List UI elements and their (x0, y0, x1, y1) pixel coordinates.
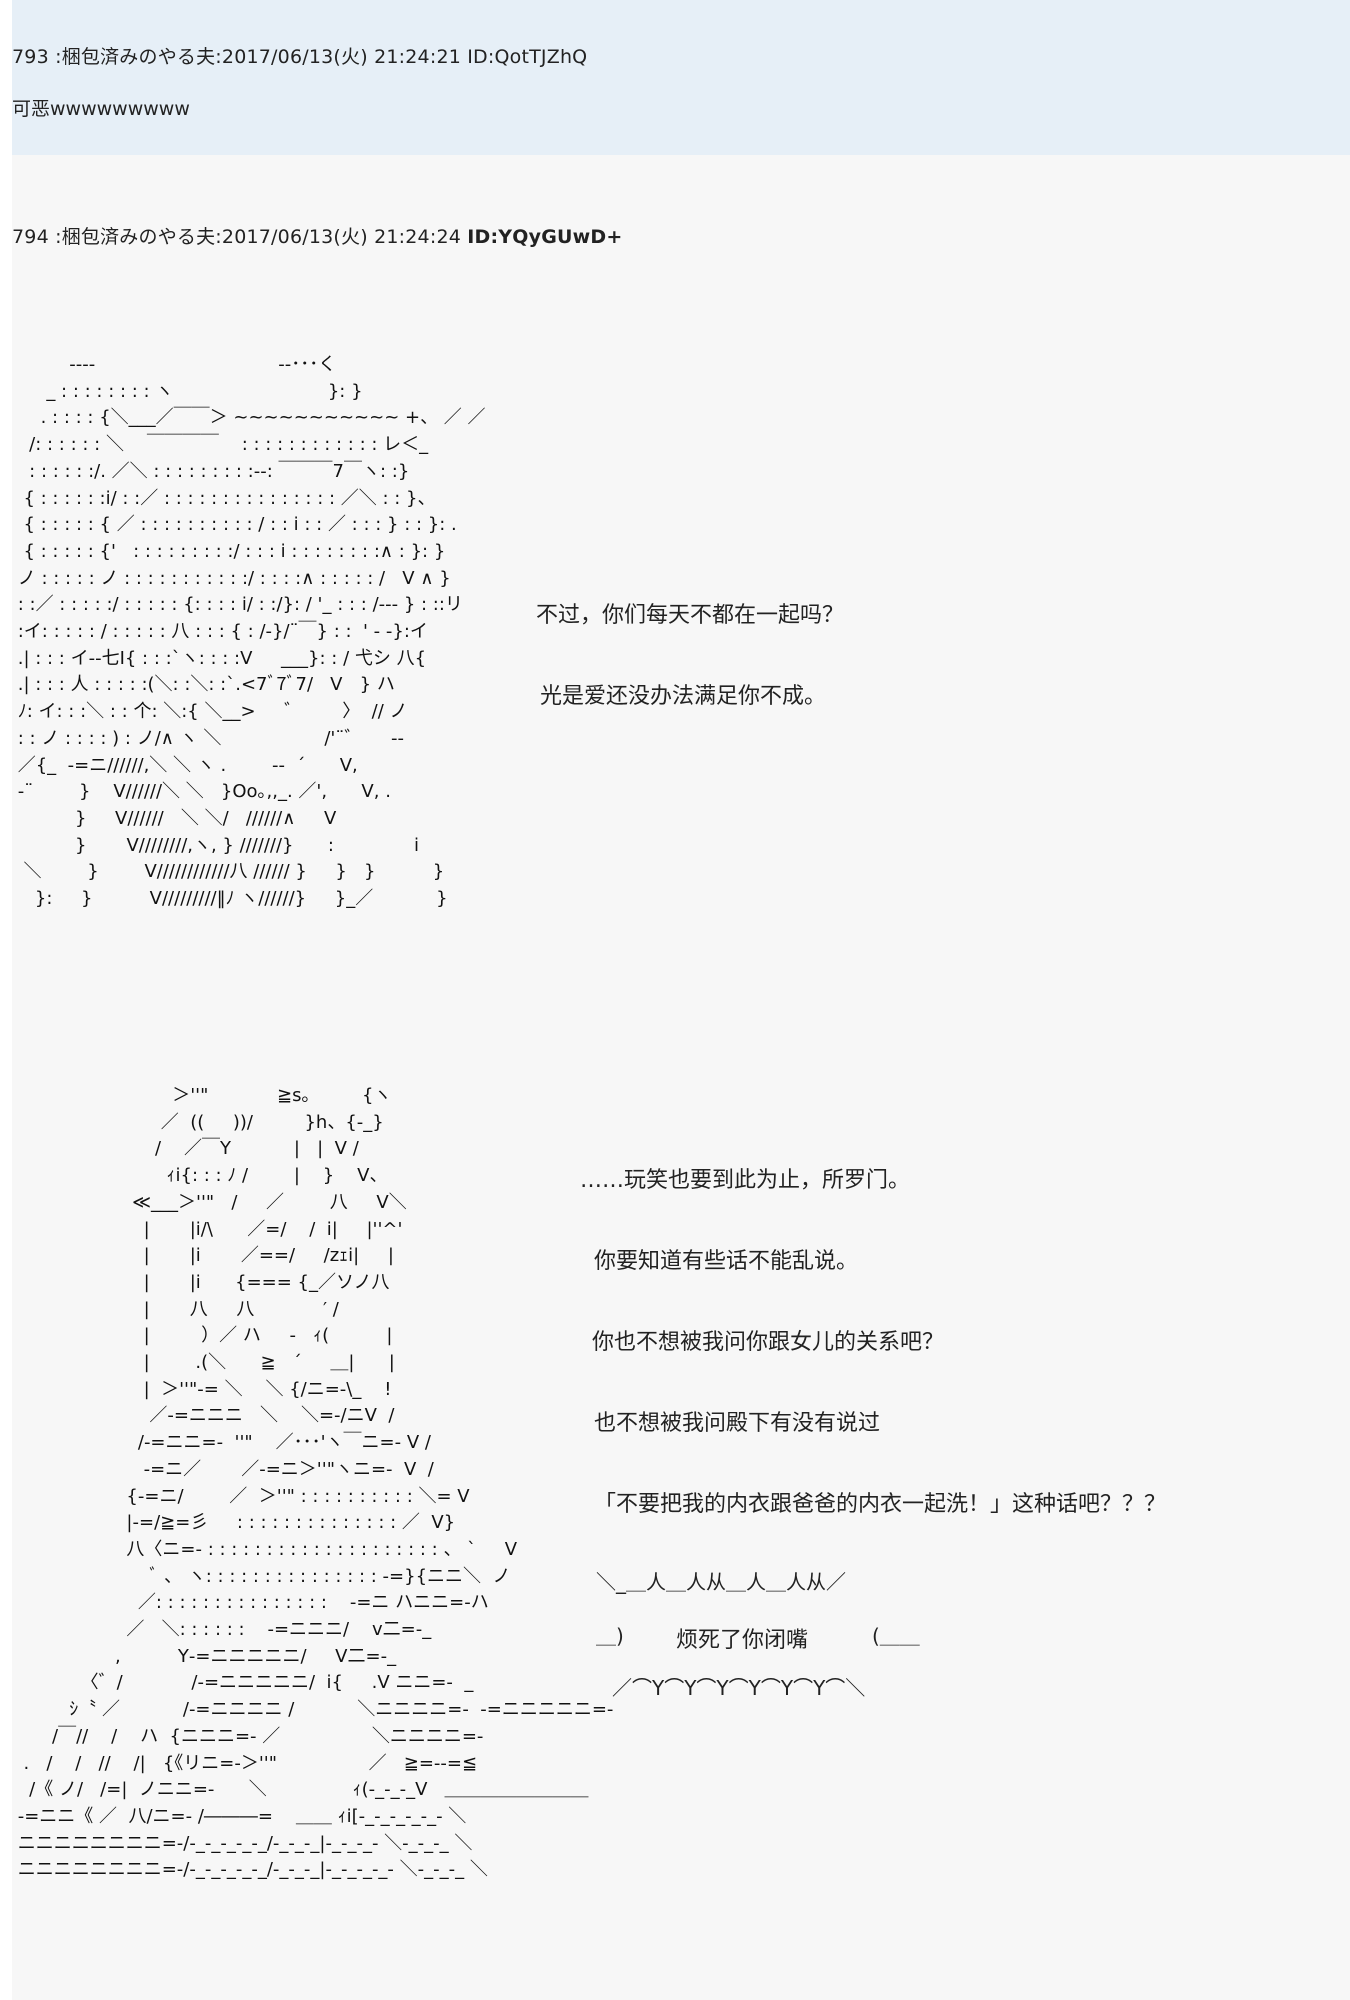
poster-id: ID:YQyGUwD+ (467, 226, 623, 248)
dialogue-line: 也不想被我问殿下有没有说过 (594, 1411, 881, 1436)
dialogue-line: 你要知道有些话不能乱说。 (594, 1249, 859, 1274)
dialogue-line: 光是爱还没办法满足你不成。 (540, 684, 827, 709)
post-header-meta: 794 :梱包済みのやる夫:2017/06/13(火) 21:24:24 (12, 226, 468, 248)
bubble-bottom-edge: ／⌒Y⌒Y⌒Y⌒Y⌒Y⌒Y⌒＼ (612, 1676, 866, 1700)
post-header: 794 :梱包済みのやる夫:2017/06/13(火) 21:24:24 ID:… (12, 222, 622, 249)
page-background (12, 0, 1350, 2000)
dialogue-line: 不过，你们每天不都在一起吗？ (536, 603, 845, 628)
dialogue-line: 「不要把我的内衣跟爸爸的内衣一起洗！」这种话吧？？？ (594, 1492, 1167, 1517)
dialogue-line: ……玩笑也要到此为止，所罗门。 (580, 1168, 911, 1193)
bubble-right-edge: (＿＿ (872, 1624, 920, 1648)
post-793: 793 :梱包済みのやる夫:2017/06/13(火) 21:24:21 ID:… (12, 0, 1350, 155)
post-body: 可恶wwwwwwwww (12, 98, 190, 120)
ascii-art-character-1: ---‐ ‐‐･･･く _ : : : : : : : : ヽ }: } . :… (17, 354, 486, 910)
bubble-text: 烦死了你闭嘴 (676, 1628, 809, 1653)
ascii-art-character-2: ＞''" ≧s｡ {ヽ ／ (( ))/ }h、{‐_} / ／￣Y | | V… (17, 1085, 614, 1881)
post-794: 794 :梱包済みのやる夫:2017/06/13(火) 21:24:24 ID:… (12, 0, 1350, 2000)
bubble-left-edge: ＿) (596, 1624, 624, 1648)
bubble-top-edge: ＼_＿人＿人从＿人＿人从／ (596, 1570, 846, 1594)
dialogue-line: 你也不想被我问你跟女儿的关系吧？ (592, 1330, 945, 1355)
post-header: 793 :梱包済みのやる夫:2017/06/13(火) 21:24:21 ID:… (12, 46, 588, 68)
